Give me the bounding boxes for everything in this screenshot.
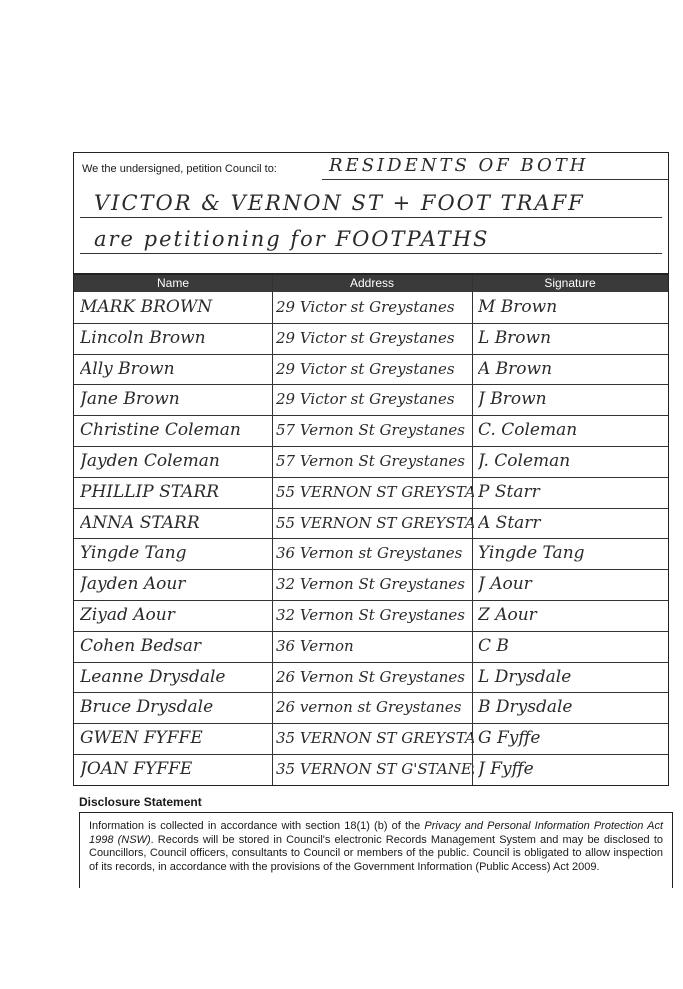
signature-cell: L Brown bbox=[478, 327, 552, 348]
row-divider bbox=[74, 415, 668, 417]
disclosure-part-2: . Records will be stored in Council's el… bbox=[89, 833, 663, 873]
signature-cell: J. Coleman bbox=[478, 451, 571, 471]
row-divider bbox=[74, 507, 668, 509]
signature-cell: Z Aour bbox=[478, 605, 537, 625]
column-header-signature: Signature bbox=[544, 276, 596, 290]
name-cell: Bruce Drysdale bbox=[80, 697, 214, 718]
signature-cell: J Brown bbox=[478, 389, 547, 410]
name-cell: Cohen Bedsar bbox=[80, 635, 202, 656]
signature-cell: C. Coleman bbox=[478, 420, 578, 441]
address-cell: 35 VERNON ST G'STANES bbox=[276, 760, 474, 778]
row-divider bbox=[74, 322, 668, 324]
address-cell: 29 Victor st Greystanes bbox=[276, 390, 455, 409]
signature-cell: Yingde Tang bbox=[478, 543, 585, 564]
name-cell: Jayden Aour bbox=[80, 574, 186, 595]
row-divider bbox=[74, 692, 668, 694]
address-cell: 57 Vernon St Greystanes bbox=[276, 452, 465, 470]
signature-cell: B Drysdale bbox=[478, 697, 573, 718]
row-divider bbox=[74, 661, 668, 663]
petition-rule bbox=[80, 217, 662, 218]
name-cell: Jayden Coleman bbox=[80, 451, 220, 471]
signature-cell: M Brown bbox=[478, 297, 558, 317]
petition-rule bbox=[80, 253, 662, 254]
name-cell: MARK BROWN bbox=[80, 297, 213, 317]
signature-cell: P Starr bbox=[478, 481, 540, 502]
address-cell: 55 VERNON ST GREYSTANES bbox=[276, 482, 474, 501]
row-divider bbox=[74, 353, 668, 355]
row-divider bbox=[74, 476, 668, 478]
column-divider bbox=[472, 275, 473, 785]
signature-cell: G Fyffe bbox=[478, 728, 541, 749]
petition-header: We the undersigned, petition Council to:… bbox=[73, 152, 669, 274]
address-cell: 36 Vernon st Greystanes bbox=[276, 544, 463, 563]
row-divider bbox=[74, 569, 668, 571]
address-cell: 29 Victor st Greystanes bbox=[276, 328, 455, 347]
name-cell: PHILLIP STARR bbox=[80, 481, 220, 502]
address-cell: 32 Vernon St Greystanes bbox=[276, 575, 465, 594]
name-cell: Ally Brown bbox=[80, 358, 175, 379]
signature-cell: L Drysdale bbox=[478, 666, 572, 687]
disclosure-title: Disclosure Statement bbox=[79, 795, 202, 809]
row-divider bbox=[74, 446, 668, 447]
address-cell: 32 Vernon St Greystanes bbox=[276, 606, 465, 624]
address-cell: 55 VERNON ST GREYSTANES bbox=[276, 513, 474, 532]
address-cell: 57 Vernon St Greystanes bbox=[276, 421, 465, 440]
address-cell: 26 vernon st Greystanes bbox=[276, 698, 462, 717]
row-divider bbox=[74, 630, 668, 632]
row-divider bbox=[74, 754, 668, 755]
table-header: Name Address Signature bbox=[74, 275, 668, 292]
column-divider bbox=[272, 275, 273, 785]
name-cell: GWEN FYFFE bbox=[80, 728, 203, 749]
name-cell: JOAN FYFFE bbox=[80, 759, 193, 779]
name-cell: Leanne Drysdale bbox=[80, 666, 226, 687]
petition-text-line-3: are petitioning for FOOTPATHS bbox=[94, 227, 490, 251]
name-cell: Ziyad Aour bbox=[80, 605, 175, 625]
name-cell: Yingde Tang bbox=[80, 543, 187, 564]
address-cell: 35 VERNON ST GREYSTANES bbox=[276, 729, 474, 748]
signature-cell: J Fyffe bbox=[478, 759, 534, 779]
petition-text-line-1: RESIDENTS OF BOTH bbox=[329, 155, 589, 176]
name-cell: Lincoln Brown bbox=[80, 327, 206, 348]
signature-cell: A Starr bbox=[478, 512, 541, 533]
address-cell: 29 Victor st Greystanes bbox=[276, 359, 455, 378]
disclosure-box: Information is collected in accordance w… bbox=[79, 812, 673, 888]
signature-cell: C B bbox=[478, 635, 509, 656]
address-cell: 29 Victor st Greystanes bbox=[276, 298, 455, 316]
disclosure-text: Information is collected in accordance w… bbox=[89, 820, 663, 874]
row-divider bbox=[74, 723, 668, 725]
row-divider bbox=[74, 538, 668, 540]
name-cell: Christine Coleman bbox=[80, 420, 241, 441]
signature-table: Name Address Signature MARK BROWN 29 Vict… bbox=[73, 274, 669, 786]
petition-prompt: We the undersigned, petition Council to: bbox=[82, 163, 277, 175]
disclosure-act-name: Privacy and Personal Information Protect… bbox=[89, 820, 663, 846]
column-header-address: Address bbox=[349, 276, 395, 290]
address-cell: 36 Vernon bbox=[276, 636, 354, 655]
signature-cell: A Brown bbox=[478, 358, 553, 379]
column-header-name: Name bbox=[156, 276, 189, 290]
address-cell: 26 Vernon St Greystanes bbox=[276, 667, 465, 686]
signature-cell: J Aour bbox=[478, 574, 532, 595]
row-divider bbox=[74, 600, 668, 601]
petition-text-line-2: VICTOR & VERNON ST + FOOT TRAFF bbox=[94, 191, 585, 215]
disclosure-part-1: Information is collected in accordance w… bbox=[89, 820, 425, 832]
petition-rule bbox=[322, 179, 668, 180]
name-cell: Jane Brown bbox=[80, 389, 180, 410]
row-divider bbox=[74, 384, 668, 386]
name-cell: ANNA STARR bbox=[80, 512, 200, 533]
